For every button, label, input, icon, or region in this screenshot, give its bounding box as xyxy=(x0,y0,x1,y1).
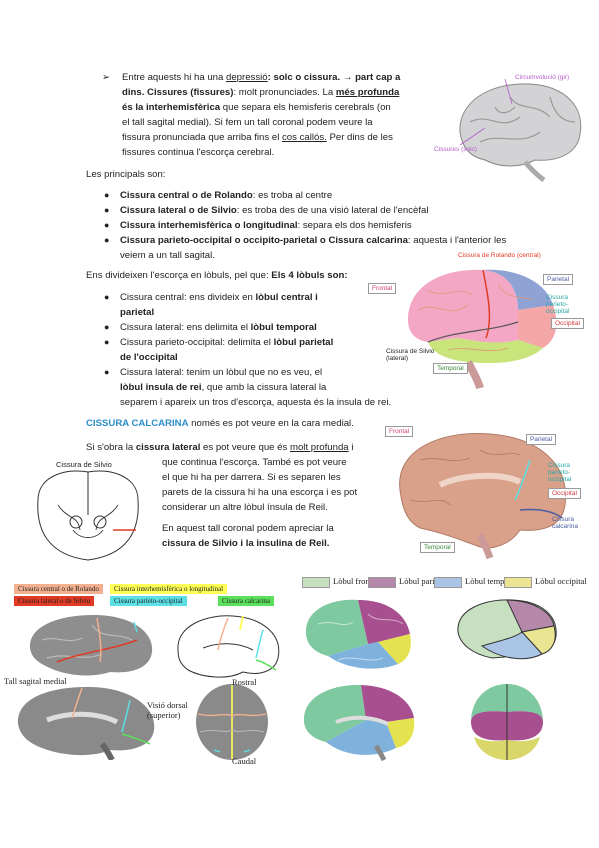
bullet-icon: ● xyxy=(104,205,110,215)
intro-text: dins. Cissures (fissures) xyxy=(122,87,234,98)
bullet-icon: ● xyxy=(104,235,110,245)
bullet-icon: ● xyxy=(104,337,110,347)
intro-paragraph: ➢ Entre aquests hi ha una depressió: sol… xyxy=(102,70,414,160)
list-item: ●Cissura central: ens divideix en lòbul … xyxy=(104,292,318,318)
list-item: ●Cissura parieto-occipital o occipito-pa… xyxy=(104,235,507,246)
caption-sagittal: Tall sagital medial xyxy=(4,676,67,686)
outline-brain-lobes xyxy=(457,599,557,660)
photo-brain-sagittal xyxy=(17,686,155,760)
medial-view-figure: Frontal Parietal Cissura parieto-occipit… xyxy=(380,420,592,560)
brain-gyrus-figure: Circumvolució (gir) Cissures (solc) xyxy=(434,62,590,183)
rolando-label: Cissura de Rolando (central) xyxy=(458,252,541,259)
arrow-bullet-icon: ➢ xyxy=(102,72,111,83)
caption-dorsal: Visió dorsal (superior) xyxy=(147,700,188,720)
lateral-paragraph: Si s'obra la cissura lateral es pot veur… xyxy=(86,442,354,453)
intro-text: cos callós. xyxy=(282,132,327,143)
intro-text: Entre aquests hi ha una xyxy=(122,72,227,83)
coronal-sketch xyxy=(37,470,139,561)
intro-text: depressió xyxy=(226,72,268,83)
gyrus-label: Circumvolució (gir) xyxy=(515,74,570,81)
parieto-occipital-label: Cissura parieto-occipital xyxy=(546,294,570,315)
list-item: ●Cissura interhemisfèrica o longitudinal… xyxy=(104,220,412,231)
intro-text: que separa els hemisferis cerebrals (on xyxy=(220,102,391,113)
brain-lateral-illustration xyxy=(459,78,582,183)
legend-lobe-temporal: Lòbul temporal xyxy=(434,576,518,588)
legend-lobe-frontal: Lòbul frontal xyxy=(302,576,378,588)
parieto-occipital-medial-label: Cissura parieto-occipital xyxy=(548,462,572,483)
occipital-medial-label: Occipital xyxy=(548,488,581,499)
list-item: ●Cissura lateral: ens delimita el lòbul … xyxy=(104,322,317,333)
silvio-coronal-label: Cissura de Silvio xyxy=(56,460,112,469)
intro-text: Per dins de les xyxy=(326,132,393,143)
legend-silvio: Cissura lateral o de Silvio xyxy=(14,596,95,606)
frontal-medial-label: Frontal xyxy=(385,426,414,437)
list-item: ●Cissura parieto-occipital: delimita el … xyxy=(104,337,334,363)
occipital-label: Occipital xyxy=(551,318,584,329)
list-item: ●Cissura central o de Rolando: es troba … xyxy=(104,190,333,201)
color-brain-dorsal xyxy=(471,684,543,760)
swatch-frontal xyxy=(302,576,330,588)
bullet-icon: ● xyxy=(104,190,110,200)
silvio-label: Cissura de Silvio (lateral) xyxy=(386,348,435,362)
list-item: ●Cissura lateral o de Silvio: es troba d… xyxy=(104,205,429,216)
list-item: ●Cissura lateral: tenim un lòbul que no … xyxy=(104,367,392,408)
lobe-list: ●Cissura central: ens divideix en lòbul … xyxy=(104,290,391,410)
outline-brain-medial xyxy=(177,615,280,678)
intro-text: és la interhemisfèrica xyxy=(122,102,221,113)
parietal-medial-label: Parietal xyxy=(526,434,557,445)
lobes-intro: Ens divideixen l'escorça en lòbuls, pel … xyxy=(86,270,348,281)
color-brain-lateral xyxy=(305,599,411,669)
bullet-icon: ● xyxy=(104,367,110,377)
list-item: veiem a un tall sagital. xyxy=(120,250,215,261)
photo-brain-dorsal xyxy=(196,684,268,760)
legend-lobe-occipital: Lòbul occipital xyxy=(504,576,587,588)
swatch-occipital xyxy=(504,576,532,588)
caption-rostral: Rostral xyxy=(232,677,257,687)
lobes-lateral-figure: Cissura de Rolando (central) Frontal Par… xyxy=(368,250,593,390)
lateral-paragraph-cont: que continua l'escorça. També es pot veu… xyxy=(162,457,358,549)
coronal-section-figure: Cissura de Silvio xyxy=(18,460,158,575)
parietal-label: Parietal xyxy=(543,274,574,285)
legend-lobe-parietal: Lòbul parietal xyxy=(368,576,447,588)
temporal-medial-label: Temporal xyxy=(420,542,455,553)
legend-interhemispheric: Cissura interhemisfèrica o longitudinal xyxy=(110,584,228,594)
bullet-icon: ● xyxy=(104,292,110,302)
temporal-label: Temporal xyxy=(433,363,468,374)
intro-text: fissures continua l'escorça cerebral. xyxy=(122,147,275,158)
swatch-temporal xyxy=(434,576,462,588)
color-brain-medial xyxy=(303,684,415,762)
intro-text: més profunda xyxy=(335,87,400,98)
calcarina-line: CISSURA CALCARINA només es pot veure en … xyxy=(86,418,354,429)
frontal-label: Frontal xyxy=(368,283,397,294)
photo-brain-lateral xyxy=(29,614,153,676)
intro-text: : solc o cissura. → part cap a xyxy=(267,72,401,83)
caption-caudal: Caudal xyxy=(232,756,257,766)
bullet-icon: ● xyxy=(104,322,110,332)
legend-calcarina: Cissura calcarina xyxy=(218,596,275,606)
legend-parieto-occipital: Cissura parieto-occipital xyxy=(110,596,187,606)
fissure-list: ●Cissura central o de Rolando: es troba … xyxy=(104,188,524,263)
brain-lobes-illustration xyxy=(408,269,557,390)
brain-medial-illustration xyxy=(399,432,567,560)
calcarina-medial-label: Cissura calcarina xyxy=(552,516,579,530)
intro-text: el tall sagital medial). Si fem un tall … xyxy=(122,117,373,128)
swatch-parietal xyxy=(368,576,396,588)
bullet-icon: ● xyxy=(104,220,110,230)
sulcus-label: Cissures (solc) xyxy=(434,146,477,153)
principals-heading: Les principals son: xyxy=(86,169,166,180)
legend-central: Cissura central o de Rolando xyxy=(14,584,103,594)
intro-text: fissura pronunciada que arriba fins el xyxy=(122,132,282,143)
intro-text: : molt pronunciades. La xyxy=(233,87,336,98)
